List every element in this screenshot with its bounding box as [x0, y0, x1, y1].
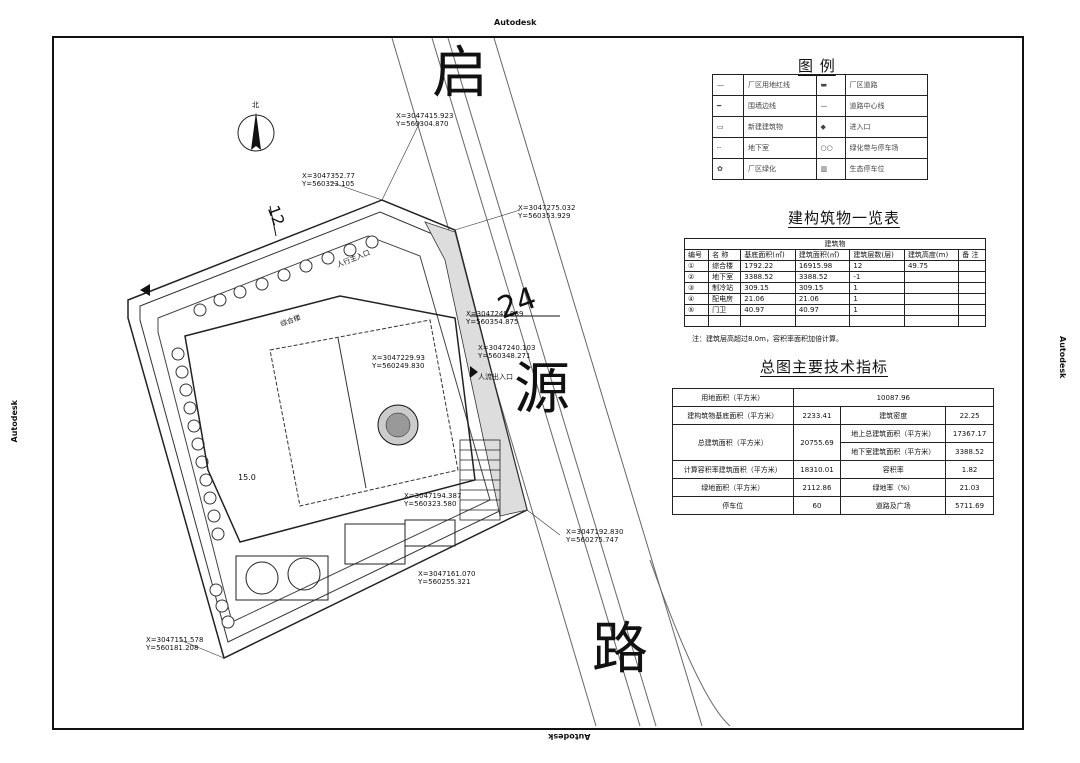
legend-table: —厂区用地红线▬厂区道路 ━围墙边线—道路中心线 ▭新建建筑物◆进入口 ┄地下室…: [712, 74, 929, 180]
dim-15-label: 15.0: [238, 473, 256, 482]
drawing-frame: [52, 36, 1024, 730]
indicators-table: 用地面积（平方米） 10087.96 建构筑物基底面积（平方米）2233.41 …: [672, 388, 995, 515]
group-header: 建筑物: [684, 238, 986, 250]
table-row: 用地面积（平方米） 10087.96: [672, 388, 995, 407]
buildings-table: 建筑物 编号名 称 基底面积(㎡)建筑面积(㎡) 建筑层数(层)建筑高度(m) …: [683, 238, 986, 327]
legend-row: ✿厂区绿化▥生态停车位: [712, 158, 929, 180]
table-header-row: 编号名 称 基底面积(㎡)建筑面积(㎡) 建筑层数(层)建筑高度(m) 备 注: [683, 249, 986, 261]
tree-row: [171, 235, 379, 629]
buildings-table-title: 建构筑物一览表: [788, 209, 901, 227]
legend-row: ▭新建建筑物◆进入口: [712, 116, 929, 138]
indicators-title: 总图主要技术指标: [760, 358, 889, 376]
watermark-right: Autodesk: [1058, 336, 1067, 379]
legend-title: 图 例: [798, 57, 836, 75]
legend-row: ┄地下室○○绿化带与停车场: [712, 137, 929, 159]
watermark-top: Autodesk: [494, 18, 537, 27]
entrance-main-label: 人流出入口: [478, 373, 513, 381]
table-row: [683, 315, 986, 327]
table-row: 总建筑面积（平方米）20755.69 地上总建筑面积（平方米）17367.17: [672, 424, 994, 461]
legend-row: —厂区用地红线▬厂区道路: [712, 74, 929, 96]
parking-stalls: [459, 439, 501, 521]
road-char-2: 源: [514, 357, 570, 422]
table-row: 地下室建筑面积（平方米）3388.52: [673, 442, 994, 461]
north-arrow: [237, 112, 275, 152]
road-char-3: 路: [592, 617, 648, 682]
legend-row: ━围墙边线—道路中心线: [712, 95, 929, 117]
road-char-1: 启: [432, 41, 488, 106]
buildings-table-note: 注：建筑层高超过8.0m，容积率面积加倍计算。: [692, 335, 843, 343]
table-row: 绿地面积（平方米）2112.86 绿地率（%）21.03: [672, 478, 994, 497]
compass-label: 北: [252, 101, 259, 109]
